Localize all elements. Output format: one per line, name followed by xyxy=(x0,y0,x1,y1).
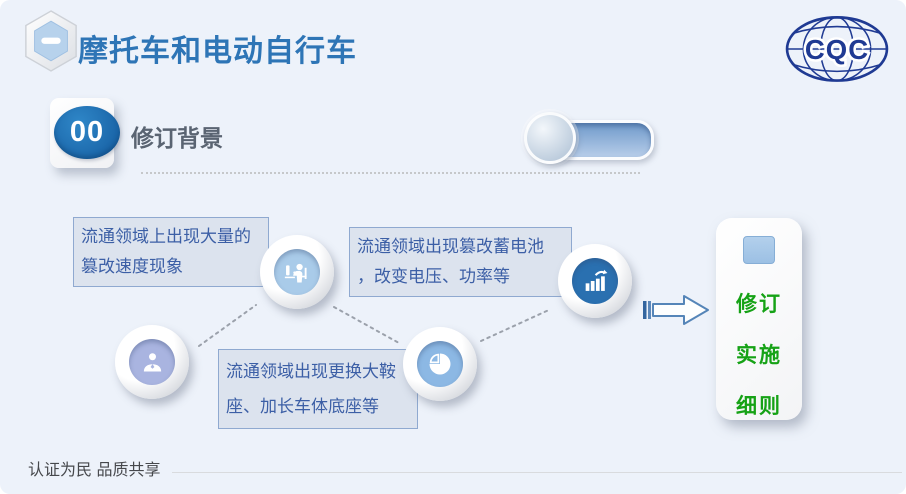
circle-step-1-inner xyxy=(129,339,175,385)
callout-line: 流通领域出现更换大鞍 xyxy=(226,362,396,381)
pie-chart-icon xyxy=(429,353,451,375)
section-title: 修订背景 xyxy=(131,125,223,151)
circle-step-2 xyxy=(260,235,334,309)
bar-chart-icon xyxy=(585,269,608,291)
footer-slogan: 认证为民 品质共享 xyxy=(28,462,161,479)
result-line: 细则 xyxy=(736,395,782,418)
cqc-logo-text: CQC xyxy=(805,34,869,65)
result-panel: 修订 实施 细则 xyxy=(716,218,802,420)
businessman-icon xyxy=(143,352,161,371)
decorative-slider xyxy=(524,112,654,164)
circle-step-4 xyxy=(558,244,632,318)
right-block-arrow-icon xyxy=(642,291,712,329)
circle-step-2-inner xyxy=(274,249,320,295)
callout-line: 座、加长车体底座等 xyxy=(226,397,379,416)
hexagon-one-icon xyxy=(22,10,80,72)
panel-chip-icon xyxy=(743,236,775,264)
footer-divider xyxy=(172,472,902,473)
callout-saddle-replacement: 流通领域出现更换大鞍 座、加长车体底座等 xyxy=(218,349,418,429)
callout-battery-tampering: 流通领域出现篡改蓄电池 ，改变电压、功率等 xyxy=(349,227,572,297)
slider-knob-icon xyxy=(524,112,576,164)
callout-line: 流通领域出现篡改蓄电池 xyxy=(357,237,544,256)
circle-step-3 xyxy=(403,327,477,401)
person-at-desk-icon xyxy=(284,263,307,283)
circle-step-1 xyxy=(115,325,189,399)
callout-line: ，改变电压、功率等 xyxy=(357,267,510,286)
result-line: 实施 xyxy=(736,344,782,367)
result-line: 修订 xyxy=(736,293,782,316)
callout-line: 篡改速度现象 xyxy=(81,257,183,276)
circle-step-3-inner xyxy=(417,341,463,387)
circle-step-4-inner xyxy=(572,258,618,304)
callout-speed-tampering: 流通领域上出现大量的 篡改速度现象 xyxy=(73,217,269,287)
callout-line: 流通领域上出现大量的 xyxy=(81,227,251,246)
section-number-badge: 00 xyxy=(54,106,120,159)
page-title: 摩托车和电动自行车 xyxy=(78,35,357,68)
dotted-divider xyxy=(141,172,640,174)
cqc-logo: CQC xyxy=(784,14,890,86)
